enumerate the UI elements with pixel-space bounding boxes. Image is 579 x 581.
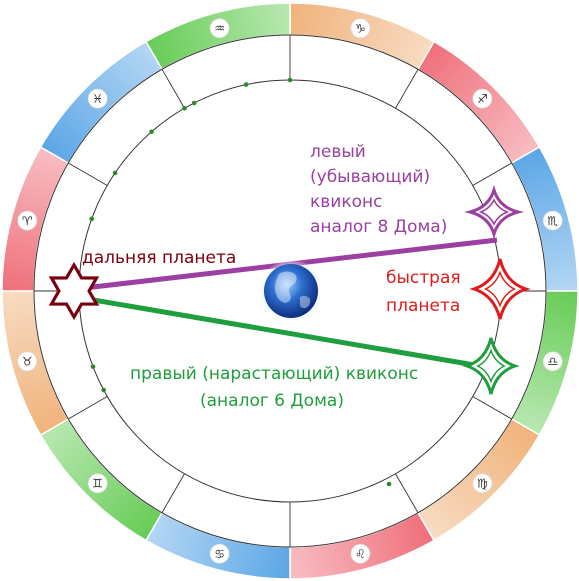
- track-dot: [89, 216, 95, 222]
- sector-divider: [68, 162, 108, 186]
- distant-planet-label: дальняя планета: [82, 246, 236, 270]
- track-dot: [101, 387, 106, 393]
- zodiac-icon-badge: [17, 351, 38, 372]
- libra-icon: ♎: [547, 355, 558, 369]
- track-dot: [112, 170, 118, 176]
- zodiac-icon-badge: [542, 210, 563, 231]
- sector-divider: [472, 162, 512, 186]
- zodiac-icon-badge: [350, 543, 371, 564]
- track-dot: [90, 364, 96, 369]
- sector-divider: [161, 473, 185, 513]
- sector-divider: [68, 396, 108, 420]
- aquarius-icon: ♒: [214, 22, 225, 36]
- distant-planet-text: дальняя планета: [82, 248, 237, 268]
- zodiac-icon-badge: [542, 351, 563, 372]
- zodiac-icon-badge: [209, 18, 230, 39]
- sector-divider: [161, 69, 185, 109]
- right-quincunx-line-2: (аналог 6 Дома): [200, 391, 344, 411]
- left-quincunx-line-2: (убывающий): [310, 167, 431, 187]
- house-sector-lines: [34, 35, 546, 547]
- cancer-icon: ♋: [214, 547, 225, 561]
- sagittarius-icon: ♐: [477, 92, 488, 106]
- left-quincunx-star-icon: [464, 184, 524, 240]
- virgo-icon: ♍: [477, 477, 488, 491]
- sector-divider: [395, 69, 419, 109]
- right-quincunx-line: [75, 294, 493, 371]
- zodiac-icon-badge: [87, 473, 108, 494]
- gemini-icon: ♊: [92, 477, 103, 491]
- track-dot: [182, 105, 187, 111]
- zodiac-icon-badge: [209, 543, 230, 564]
- fast-planet-star-icon: [469, 258, 531, 320]
- fast-planet-line-1: быстрая: [386, 268, 461, 288]
- left-quincunx-line-4: аналог 8 Дома): [310, 217, 448, 237]
- right-quincunx-star-icon: [462, 337, 520, 395]
- right-quincunx-label: правый (нарастающий) квиконс (аналог 6 Д…: [130, 361, 418, 415]
- capricorn-icon: ♑: [355, 22, 366, 36]
- fast-planet-line-2: планета: [386, 296, 461, 316]
- pisces-icon: ♓: [92, 92, 103, 106]
- zodiac-icon-badge: [17, 210, 38, 231]
- right-quincunx-line-1: правый (нарастающий) квиконс: [130, 364, 419, 384]
- track-dot: [149, 129, 154, 135]
- outer-chart-circle: [33, 34, 547, 548]
- zodiac-icon-badge: [472, 473, 493, 494]
- distant-planet-star-icon: [48, 261, 100, 321]
- earth-icon: [259, 259, 323, 323]
- aries-icon: ♈: [22, 214, 33, 228]
- fast-planet-label: быстрая планета: [386, 264, 461, 320]
- sector-divider: [472, 396, 512, 420]
- track-dot: [386, 481, 392, 487]
- scorpio-icon: ♏: [547, 214, 558, 228]
- sector-divider: [395, 473, 419, 513]
- leo-icon: ♌: [355, 547, 366, 561]
- taurus-icon: ♉: [22, 355, 33, 369]
- track-dot: [191, 100, 197, 106]
- left-quincunx-line-1: левый: [310, 142, 366, 162]
- zodiac-icon-badge: [87, 88, 108, 109]
- left-quincunx-line-3: квиконс: [310, 192, 383, 212]
- left-quincunx-label: левый (убывающий) квиконс аналог 8 Дома): [310, 140, 447, 240]
- zodiac-icon-badge: [472, 88, 493, 109]
- track-dot: [243, 82, 249, 87]
- track-dot: [287, 77, 293, 83]
- zodiac-icon-badge: [350, 18, 371, 39]
